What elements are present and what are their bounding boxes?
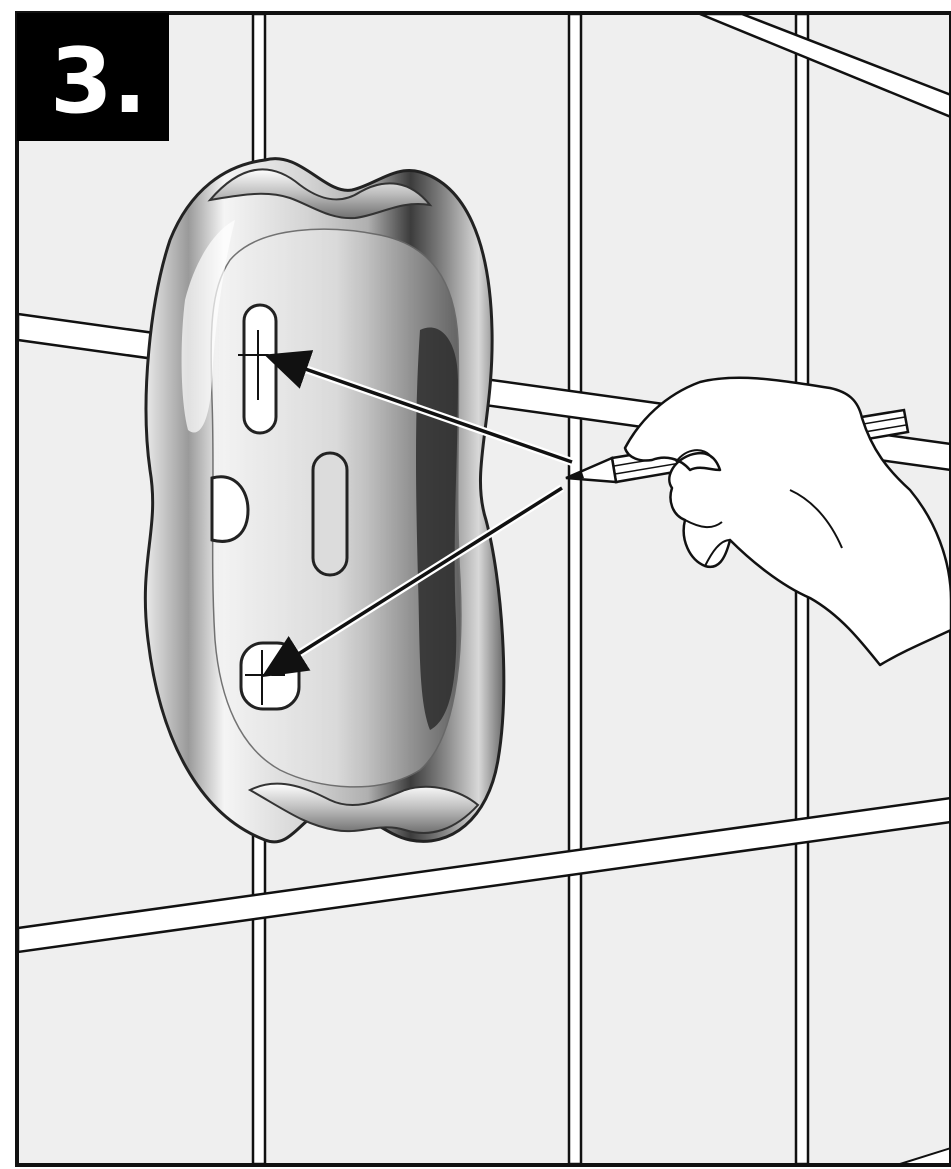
bracket-reflection — [416, 327, 458, 730]
center-slot-hole — [313, 453, 347, 575]
step-number: 3. — [50, 29, 147, 134]
chrome-bracket — [145, 159, 503, 842]
upper-slot-hole — [244, 305, 276, 433]
grout-vertical-2 — [569, 14, 581, 1164]
step-badge: 3. — [17, 13, 169, 141]
